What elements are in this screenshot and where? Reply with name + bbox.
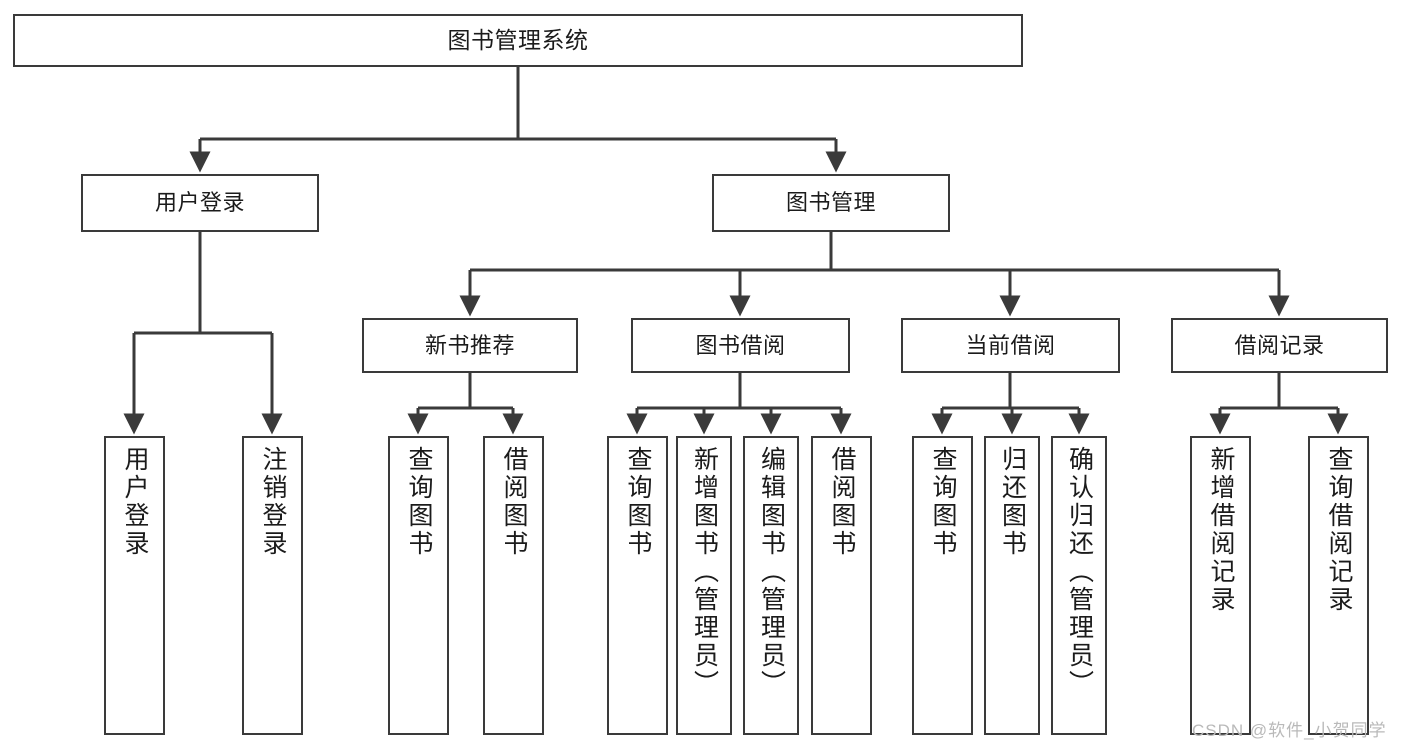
edge-root-to-level2 [189, 67, 847, 173]
node-current-borrow[interactable]: 当前借阅 [901, 318, 1120, 373]
node-label: 注销登录 [259, 446, 287, 558]
node-label: 编辑图书（管理员） [757, 446, 786, 698]
node-label: 确认归还（管理员） [1065, 446, 1094, 698]
node-leaf-borrow-book-1[interactable]: 借阅图书 [483, 436, 544, 735]
edge-book-borrow-to-leaves [626, 373, 852, 435]
node-label: 图书借阅 [695, 332, 786, 358]
node-label: 图书管理系统 [447, 26, 589, 53]
node-leaf-query-record[interactable]: 查询借阅记录 [1308, 436, 1369, 735]
node-label: 借阅图书 [828, 446, 856, 558]
node-leaf-borrow-book-2[interactable]: 借阅图书 [811, 436, 872, 735]
node-label: 当前借阅 [965, 332, 1056, 358]
node-book-borrow[interactable]: 图书借阅 [631, 318, 850, 373]
node-label: 借阅图书 [500, 446, 528, 558]
edge-new-book-recommend-to-leaves [407, 373, 524, 435]
edge-borrow-record-to-leaves [1209, 373, 1349, 435]
node-label: 借阅记录 [1234, 332, 1325, 358]
node-leaf-add-record[interactable]: 新增借阅记录 [1190, 436, 1251, 735]
node-label: 查询图书 [405, 446, 433, 558]
node-label: 归还图书 [998, 446, 1027, 558]
node-leaf-edit-book[interactable]: 编辑图书（管理员） [743, 436, 799, 735]
node-book-manage[interactable]: 图书管理 [712, 174, 950, 232]
node-label: 新书推荐 [424, 332, 515, 358]
node-label: 用户登录 [154, 190, 245, 216]
node-label: 查询图书 [929, 446, 957, 558]
node-borrow-record[interactable]: 借阅记录 [1171, 318, 1388, 373]
node-leaf-user-logout[interactable]: 注销登录 [242, 436, 303, 735]
edge-book-manage-to-level3 [459, 232, 1290, 317]
node-label: 新增图书（管理员） [690, 446, 719, 698]
node-new-book-recommend[interactable]: 新书推荐 [362, 318, 578, 373]
node-root-system[interactable]: 图书管理系统 [13, 14, 1023, 67]
node-leaf-query-book-2[interactable]: 查询图书 [607, 436, 668, 735]
node-leaf-user-login[interactable]: 用户登录 [104, 436, 165, 735]
node-label: 用户登录 [121, 446, 149, 558]
edge-current-borrow-to-leaves [931, 373, 1090, 435]
node-leaf-query-book-1[interactable]: 查询图书 [388, 436, 449, 735]
node-label: 查询借阅记录 [1325, 446, 1353, 614]
node-user-login[interactable]: 用户登录 [81, 174, 319, 232]
node-label: 图书管理 [785, 190, 876, 216]
node-leaf-add-book[interactable]: 新增图书（管理员） [676, 436, 732, 735]
node-label: 新增借阅记录 [1207, 446, 1235, 614]
node-leaf-query-book-3[interactable]: 查询图书 [912, 436, 973, 735]
node-leaf-return-book[interactable]: 归还图书 [984, 436, 1040, 735]
node-label: 查询图书 [624, 446, 652, 558]
node-leaf-confirm-return[interactable]: 确认归还（管理员） [1051, 436, 1107, 735]
csdn-watermark: CSDN @软件_小贺同学 [1192, 721, 1387, 740]
edge-user-login-to-leaves [123, 232, 283, 435]
